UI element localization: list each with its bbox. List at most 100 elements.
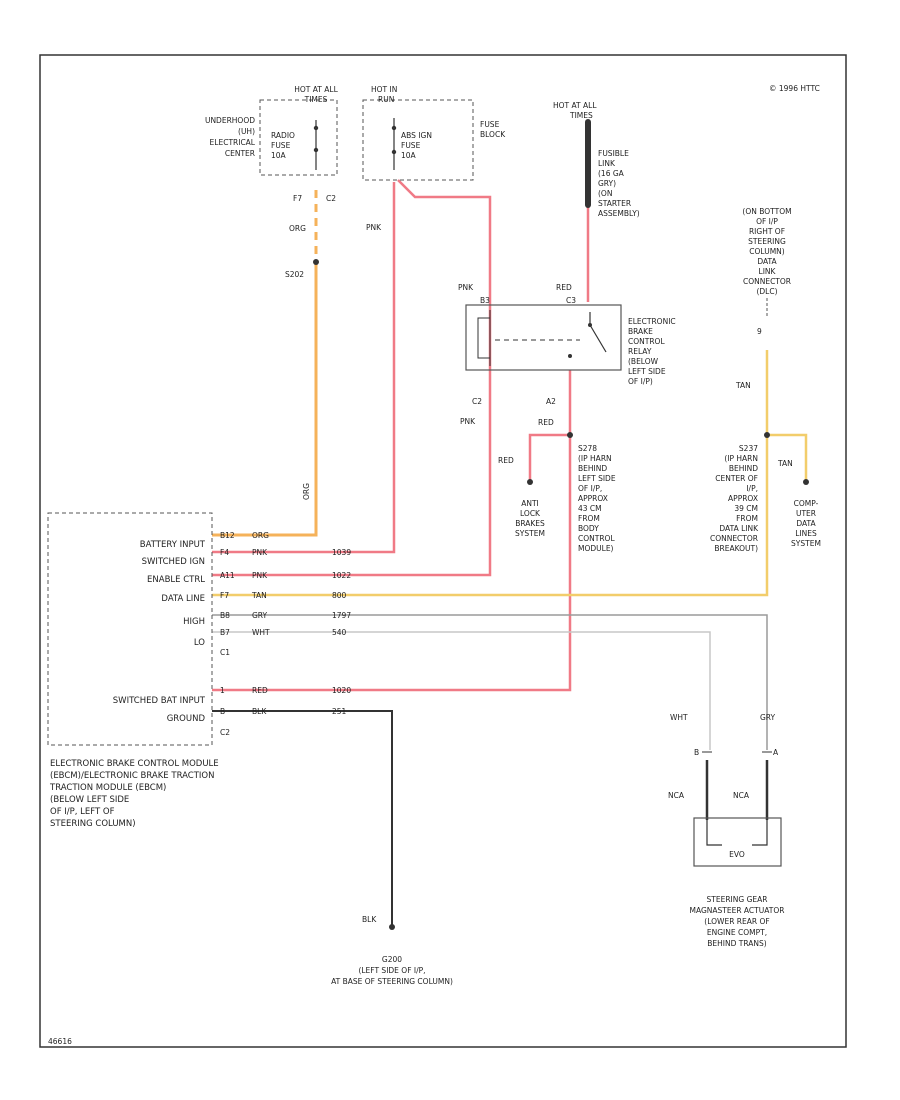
- svg-text:CENTER OF: CENTER OF: [715, 474, 758, 483]
- svg-text:(16 GA: (16 GA: [598, 169, 625, 178]
- module-row-circuit: 1797: [332, 611, 351, 620]
- splice-dot-s202: [313, 259, 319, 265]
- module-row-circuit: 1020: [332, 686, 351, 695]
- module-row-label: LO: [194, 638, 205, 648]
- module-row-circuit: 1039: [332, 548, 351, 557]
- svg-text:SYSTEM: SYSTEM: [515, 529, 545, 538]
- svg-text:ORG: ORG: [302, 483, 311, 500]
- svg-text:C3: C3: [566, 296, 576, 305]
- svg-text:GRY: GRY: [760, 713, 776, 722]
- module-row-label: DATA LINE: [161, 594, 205, 604]
- module-row-color: ORG: [252, 531, 269, 540]
- svg-text:FUSE: FUSE: [480, 120, 500, 129]
- module-row-pin: F4: [220, 548, 229, 557]
- module-caption: ELECTRONIC BRAKE CONTROL MODULE: [50, 759, 219, 769]
- svg-text:RELAY: RELAY: [628, 347, 652, 356]
- svg-text:EVO: EVO: [729, 850, 745, 859]
- wire-tan-comp: [767, 433, 808, 480]
- svg-text:BLK: BLK: [362, 915, 377, 924]
- svg-text:DATA: DATA: [796, 519, 816, 528]
- svg-text:UTER: UTER: [796, 509, 816, 518]
- figure-id: 46616: [48, 1037, 72, 1046]
- wire-wht-lo: [212, 631, 711, 750]
- module-row-color: RED: [252, 686, 268, 695]
- connector-c1: C1: [220, 648, 230, 657]
- svg-text:CENTER: CENTER: [225, 149, 255, 158]
- radio-fuse-label: RADIO: [271, 131, 295, 140]
- svg-text:(BELOW: (BELOW: [628, 357, 659, 366]
- splice-dot-s237: [764, 432, 770, 438]
- diagram-border: [39, 54, 847, 1048]
- svg-text:STEERING: STEERING: [748, 237, 786, 246]
- splice-s237: TAN COMP- UTER DATA LINES SYSTEM S237 (I…: [710, 432, 821, 553]
- svg-text:WHT: WHT: [670, 713, 688, 722]
- svg-text:A2: A2: [546, 397, 556, 406]
- ebcm-module: ORG BATTERY INPUT B12 ORG SWITCHED IGN F…: [47, 483, 351, 829]
- svg-text:OF I/P: OF I/P: [756, 217, 778, 226]
- wire-actuator-leads: [705, 760, 769, 820]
- svg-text:B: B: [694, 748, 699, 757]
- splice-s202-label: S202: [285, 270, 304, 279]
- svg-text:PNK: PNK: [460, 417, 476, 426]
- svg-text:BEHIND TRANS): BEHIND TRANS): [707, 939, 766, 948]
- svg-text:FROM: FROM: [736, 514, 758, 523]
- svg-text:BREAKOUT): BREAKOUT): [714, 544, 758, 553]
- svg-text:CONTROL: CONTROL: [628, 337, 665, 346]
- wire-blk-ground: [212, 710, 393, 925]
- svg-text:S237: S237: [739, 444, 758, 453]
- module-row-label: BATTERY INPUT: [140, 540, 206, 550]
- wire-pnk-switched-ign: [212, 182, 396, 554]
- svg-text:39 CM: 39 CM: [734, 504, 758, 513]
- svg-text:HOT IN: HOT IN: [371, 85, 397, 94]
- svg-text:BLOCK: BLOCK: [480, 130, 506, 139]
- svg-text:TRACTION MODULE (EBCM): TRACTION MODULE (EBCM): [49, 783, 166, 793]
- fuse-block: HOT IN RUN ABS IGN FUSE 10A FUSE BLOCK P…: [362, 85, 506, 232]
- svg-text:LOCK: LOCK: [520, 509, 541, 518]
- ground-dot: [389, 924, 395, 930]
- svg-text:APPROX: APPROX: [728, 494, 758, 503]
- svg-text:ELECTRONIC: ELECTRONIC: [628, 317, 676, 326]
- svg-text:ANTI: ANTI: [521, 499, 539, 508]
- module-row-color: PNK: [252, 571, 268, 580]
- module-row-pin: B8: [220, 611, 230, 620]
- module-row-circuit: 540: [332, 628, 347, 637]
- module-row-color: BLK: [252, 707, 267, 716]
- svg-text:ENGINE COMPT,: ENGINE COMPT,: [707, 928, 767, 937]
- svg-text:DATA: DATA: [757, 257, 777, 266]
- module-row-circuit: 800: [332, 591, 347, 600]
- svg-text:(DLC): (DLC): [756, 287, 777, 296]
- fuse-block-box: [362, 99, 474, 181]
- actuator-box: [693, 817, 782, 867]
- svg-text:OF I/P): OF I/P): [628, 377, 653, 386]
- svg-text:PNK: PNK: [366, 223, 382, 232]
- module-row-pin: B12: [220, 531, 235, 540]
- svg-text:LINK: LINK: [598, 159, 616, 168]
- uh-center-box: [259, 99, 338, 176]
- svg-text:MODULE): MODULE): [578, 544, 614, 553]
- svg-text:TAN: TAN: [777, 459, 793, 468]
- module-row-pin: A11: [220, 571, 235, 580]
- svg-text:RED: RED: [538, 418, 554, 427]
- svg-text:(LOWER REAR OF: (LOWER REAR OF: [704, 917, 769, 926]
- svg-text:(LEFT SIDE OF I/P,: (LEFT SIDE OF I/P,: [358, 966, 425, 975]
- svg-text:TIMES: TIMES: [304, 95, 328, 104]
- connector-c2: C2: [220, 728, 230, 737]
- svg-text:OF I/P, LEFT OF: OF I/P, LEFT OF: [50, 807, 115, 817]
- svg-text:FUSE: FUSE: [271, 141, 291, 150]
- svg-text:43 CM: 43 CM: [578, 504, 602, 513]
- abs-ign-fuse-label: ABS IGN: [401, 131, 432, 140]
- svg-text:(IP HARN: (IP HARN: [724, 454, 758, 463]
- svg-text:CONNECTOR: CONNECTOR: [710, 534, 758, 543]
- svg-text:10A: 10A: [271, 151, 287, 160]
- module-row-pin: F7: [220, 591, 229, 600]
- svg-text:FUSE: FUSE: [401, 141, 421, 150]
- svg-text:BODY: BODY: [578, 524, 599, 533]
- svg-text:FUSIBLE: FUSIBLE: [598, 149, 629, 158]
- svg-text:RIGHT OF: RIGHT OF: [749, 227, 785, 236]
- svg-text:(BELOW LEFT SIDE: (BELOW LEFT SIDE: [50, 795, 129, 805]
- svg-text:A: A: [773, 748, 779, 757]
- svg-text:TAN: TAN: [735, 381, 751, 390]
- module-row-pin: 1: [220, 686, 225, 695]
- module-row-label: SWITCHED BAT INPUT: [113, 696, 206, 706]
- relay-box: [465, 304, 622, 371]
